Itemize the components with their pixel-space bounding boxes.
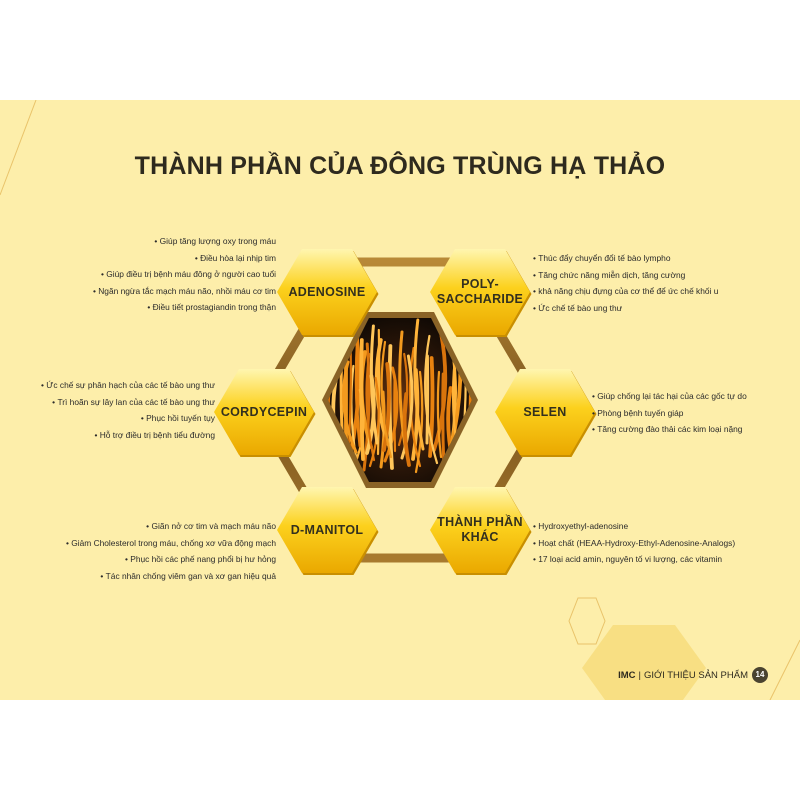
hexagon-label-selen: SELEN: [485, 405, 605, 420]
bullet-item: Giãn nở cơ tim và mạch máu não: [66, 518, 276, 535]
cordyceps-strand: [359, 338, 365, 461]
cordyceps-strand: [393, 376, 397, 453]
bullet-item: Giúp điều trị bệnh máu đông ở người cao …: [93, 266, 276, 283]
bullet-item: Phục hồi tuyến tụy: [41, 410, 215, 427]
bullet-item: Hoạt chất (HEAA-Hydroxy-Ethyl-Adenosine-…: [533, 535, 735, 552]
hexagon-label-line: SACCHARIDE: [436, 292, 524, 306]
bullet-item: Giúp chống lại tác hại của các gốc tự do: [592, 388, 746, 405]
cordyceps-strand: [354, 336, 362, 448]
hexagon-label-dmanitol: D-MANITOL: [267, 523, 387, 538]
footer-section: GIỚI THIỆU SẢN PHẨM: [643, 669, 748, 681]
hexagon-label-line: CORDYCEPIN: [220, 404, 308, 419]
bullet-item: Điều hòa lại nhịp tim: [93, 250, 276, 267]
bullet-list-selen: Giúp chống lại tác hại của các gốc tự do…: [592, 388, 747, 438]
hexagon-other: [430, 487, 530, 573]
hexagon-label-line: D-MANITOL: [290, 522, 364, 537]
hexagon-label-polysaccharide: POLY-SACCHARIDE: [420, 277, 540, 307]
hexagon-label-line: KHÁC: [461, 530, 499, 544]
cordyceps-strand: [368, 376, 380, 468]
bullet-item: Tác nhân chống viêm gan và xơ gan hiệu q…: [66, 568, 276, 585]
footer: IMC | GIỚI THIỆU SẢN PHẨM 14: [618, 667, 768, 683]
bullet-list-dmanitol: Giãn nở cơ tim và mạch máu nãoGiảm Chole…: [66, 518, 276, 584]
bullet-item: Ngăn ngừa tắc mạch máu não, nhồi máu cơ …: [93, 283, 276, 300]
footer-brand: IMC: [618, 669, 636, 681]
bullet-item: Phục hồi các phế nang phổi bị hư hỏng: [66, 551, 276, 568]
cordyceps-strand: [428, 356, 435, 458]
hexagon-label-line: THÀNH PHẦN: [437, 515, 523, 529]
hexagon-label-line: SELEN: [523, 404, 567, 419]
corner-hexagon-outline: [568, 597, 606, 645]
footer-separator: |: [638, 669, 641, 681]
bullet-item: Tăng cường đào thải các kim loại nặng: [592, 421, 747, 438]
bullet-list-other: Hydroxyethyl-adenosineHoạt chất (HEAA-Hy…: [533, 518, 735, 568]
cordyceps-strand: [424, 334, 439, 465]
bullet-item: 17 loại acid amin, nguyên tố vi lượng, c…: [533, 551, 735, 568]
bullet-item: Giảm Cholesterol trong máu, chống xơ vữa…: [66, 535, 276, 552]
bullet-item: Hydroxyethyl-adenosine: [533, 518, 735, 535]
bullet-list-cordycepin: Ức chế sự phân hạch của các tế bào ung t…: [41, 377, 215, 443]
cordyceps-strand: [414, 370, 424, 474]
hexagon-label-line: ADENOSINE: [288, 284, 366, 299]
bullet-item: Phòng bệnh tuyến giáp: [592, 405, 747, 422]
bullet-list-adenosine: Giúp tăng lượng oxy trong máuĐiều hòa lạ…: [93, 233, 276, 316]
corner-hexagon-filled: [582, 625, 706, 700]
bullet-item: Điều tiết prostagiandin trong thận: [93, 299, 276, 316]
hexagon-label-adenosine: ADENOSINE: [267, 285, 387, 300]
cordyceps-strand: [369, 324, 379, 445]
hexagon-cordycepin: [214, 369, 314, 455]
cordyceps-strand: [425, 354, 430, 445]
cordyceps-strand: [380, 340, 393, 459]
decoration-layer: [0, 100, 800, 700]
brochure-page: THÀNH PHẦN CỦA ĐÔNG TRÙNG HẠ THẢO ADENOS…: [0, 100, 800, 700]
cordyceps-strand: [432, 332, 448, 452]
hexagon-adenosine: [277, 249, 377, 335]
corner-line-top-left: [0, 100, 37, 196]
cordyceps-strand: [342, 360, 358, 454]
corner-line-bottom-right: [769, 639, 800, 700]
cordyceps-strand: [436, 370, 443, 459]
page-number-badge: 14: [752, 667, 768, 683]
cordyceps-strand: [382, 362, 391, 452]
bullet-item: Hỗ trợ điều trị bệnh tiểu đường: [41, 427, 215, 444]
bullet-item: Thúc đẩy chuyển đổi tế bào lympho: [533, 250, 718, 267]
bullet-list-polysaccharide: Thúc đẩy chuyển đổi tế bào lymphoTăng ch…: [533, 250, 718, 316]
hexagon-polysaccharide: [430, 249, 530, 335]
bullet-item: Ức chế sự phân hạch của các tế bào ung t…: [41, 377, 215, 394]
bullet-item: Tăng chức năng miễn dịch, tăng cường: [533, 267, 718, 284]
page-title: THÀNH PHẦN CỦA ĐÔNG TRÙNG HẠ THẢO: [134, 152, 666, 180]
bullet-item: khả năng chịu đựng của cơ thể để ức chế …: [533, 283, 718, 300]
hexagon-label-cordycepin: CORDYCEPIN: [204, 405, 324, 420]
bullet-item: Trì hoãn sự lây lan của các tế bào ung t…: [41, 394, 215, 411]
hexagon-label-line: POLY-: [461, 277, 499, 291]
cordyceps-strand: [402, 392, 411, 467]
hexagon-selen: [495, 369, 595, 455]
components-layer: ADENOSINEGiúp tăng lượng oxy trong máuĐi…: [0, 100, 800, 700]
hexagon-dmanitol: [277, 487, 377, 573]
bullet-item: Giúp tăng lượng oxy trong máu: [93, 233, 276, 250]
cordyceps-strand: [413, 318, 425, 451]
cordyceps-strand: [365, 352, 376, 462]
bullet-item: Ức chế tế bào ung thư: [533, 300, 718, 317]
